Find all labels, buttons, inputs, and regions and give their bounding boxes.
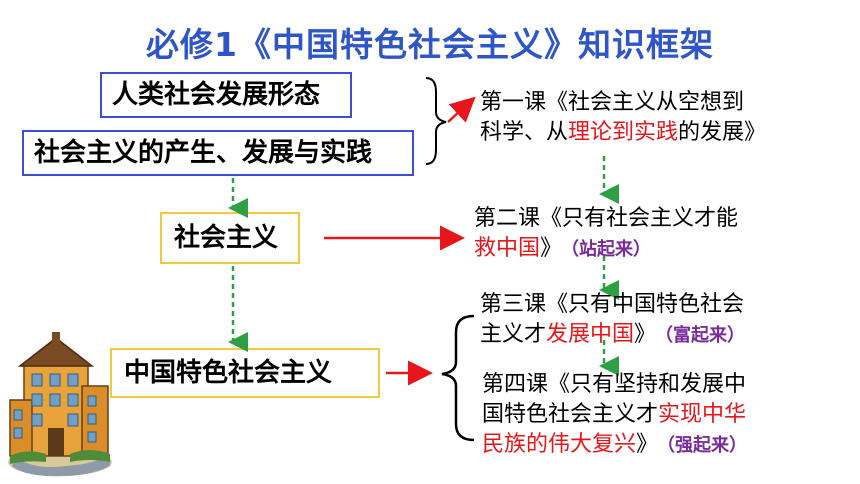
lesson-3-line2: 主义才发展中国》（富起来） <box>480 322 746 347</box>
brace-top <box>425 77 447 165</box>
lesson-2: 第二课《只有社会主义才能 救中国》（站起来） <box>474 204 738 265</box>
box-socialism-label: 社会主义 <box>174 223 279 253</box>
brace-bottom <box>441 314 475 442</box>
lesson-3-tag: （富起来） <box>664 325 746 346</box>
lesson-4-line3: 民族的伟大复兴》（强起来） <box>482 432 748 457</box>
lesson-3-line1: 第三课《只有中国特色社会 <box>480 292 745 317</box>
lesson-4-line2: 国特色社会主义才实现中华 <box>482 402 747 427</box>
arrow-to-lesson1 <box>447 96 476 123</box>
lesson-2-tag: （站起来） <box>570 239 652 260</box>
lesson-1-line1: 第一课《社会主义从空想到 <box>480 90 745 115</box>
lesson-2-line2: 救中国》（站起来） <box>474 236 652 261</box>
lesson-2-line1: 第二课《只有社会主义才能 <box>474 206 739 231</box>
school-building-icon <box>8 332 112 477</box>
box-human-society-label: 人类社会发展形态 <box>112 80 321 110</box>
box-human-society: 人类社会发展形态 <box>100 72 352 118</box>
lesson-4: 第四课《只有坚持和发展中 国特色社会主义才实现中华 民族的伟大复兴》（强起来） <box>482 370 747 461</box>
lesson-1: 第一课《社会主义从空想到 科学、从理论到实践的发展》 <box>480 88 766 148</box>
box-socialism-origin-label: 社会主义的产生、发展与实践 <box>34 138 373 168</box>
lesson-3: 第三课《只有中国特色社会 主义才发展中国》（富起来） <box>480 290 745 351</box>
lesson-1-line2: 科学、从理论到实践的发展》 <box>480 120 767 145</box>
box-socialism-origin: 社会主义的产生、发展与实践 <box>22 130 414 176</box>
page-title: 必修1《中国特色社会主义》知识框架 <box>146 25 714 64</box>
lesson-4-line1: 第四课《只有坚持和发展中 <box>482 372 747 397</box>
box-cn-socialism-label: 中国特色社会主义 <box>124 358 333 388</box>
lesson-4-tag: （强起来） <box>666 435 748 456</box>
